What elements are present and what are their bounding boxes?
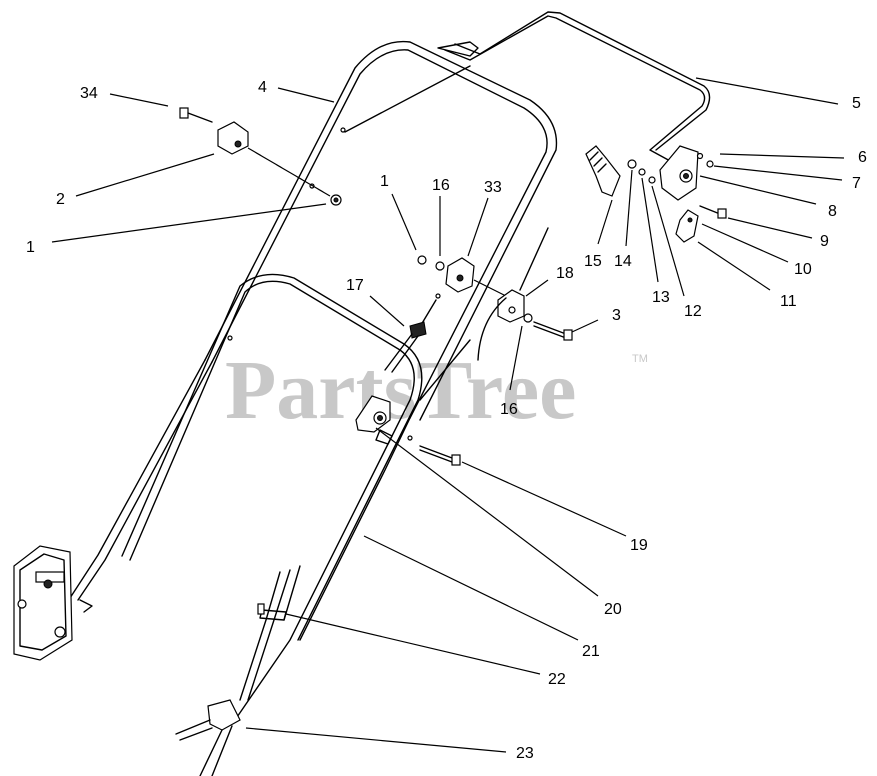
- part-18-bracket: [497, 227, 549, 323]
- watermark-text: PartsTree: [225, 344, 576, 437]
- callout-2: 2: [56, 191, 65, 208]
- part-14-13-12-washers: [627, 159, 656, 184]
- left-lower-handle: [69, 359, 213, 613]
- callout-23: 23: [516, 745, 534, 762]
- callout-14: 14: [614, 253, 632, 270]
- part-3-bolt: [523, 313, 573, 341]
- callout-5: 5: [852, 95, 861, 112]
- callout-3: 3: [612, 307, 621, 324]
- part-23-clip: [175, 699, 241, 776]
- callout-13: 13: [652, 289, 670, 306]
- callout-11: 11: [780, 293, 797, 310]
- callout-1: 1: [26, 239, 35, 256]
- part-8-housing: [659, 145, 699, 201]
- part-5-control-bail: [437, 11, 711, 163]
- part-34-bolt: [179, 107, 213, 123]
- part-1-nut-left: [330, 194, 342, 206]
- callout-12: 12: [684, 303, 702, 320]
- mower-deck-bracket: [13, 545, 73, 661]
- callout-16: 16: [432, 177, 450, 194]
- callout-8: 8: [828, 203, 837, 220]
- watermark-trademark: TM: [632, 353, 648, 365]
- callout-33: 33: [484, 179, 502, 196]
- part-9-bolt: [699, 205, 727, 219]
- part-22-cable-ties: [239, 565, 301, 701]
- callout-20: 20: [604, 601, 622, 618]
- callout-10: 10: [794, 261, 812, 278]
- wire-harness: [477, 297, 507, 361]
- part-4-upper-handle: [204, 40, 558, 421]
- callout-16-lower: 16: [500, 401, 518, 418]
- callout-34: 34: [80, 85, 98, 102]
- callout-21: 21: [582, 643, 600, 660]
- callout-1-center: 1: [380, 173, 389, 190]
- callout-9: 9: [820, 233, 829, 250]
- callout-labels: 34 4 5 2 1 1 16 33 6 7 8 9 10 11 12 13 1…: [26, 79, 867, 762]
- callout-4: 4: [258, 79, 267, 96]
- callout-15: 15: [584, 253, 602, 270]
- part-10-11-cam: [675, 209, 699, 243]
- callout-19: 19: [630, 537, 648, 554]
- part-17-cable: [384, 293, 441, 373]
- callout-7: 7: [852, 175, 861, 192]
- callout-22: 22: [548, 671, 566, 688]
- callout-17: 17: [346, 277, 364, 294]
- part-2-clamp: [217, 121, 331, 197]
- part-15-lever: [585, 145, 621, 197]
- part-19-bolt: [407, 435, 461, 466]
- part-20-knob: [355, 395, 391, 433]
- callout-18: 18: [556, 265, 574, 282]
- part-21-lower-handle: [121, 273, 471, 721]
- part-6-7-fasteners: [696, 152, 714, 168]
- center-fasteners: [417, 255, 507, 297]
- callout-6: 6: [858, 149, 867, 166]
- leader-lines: [51, 77, 845, 753]
